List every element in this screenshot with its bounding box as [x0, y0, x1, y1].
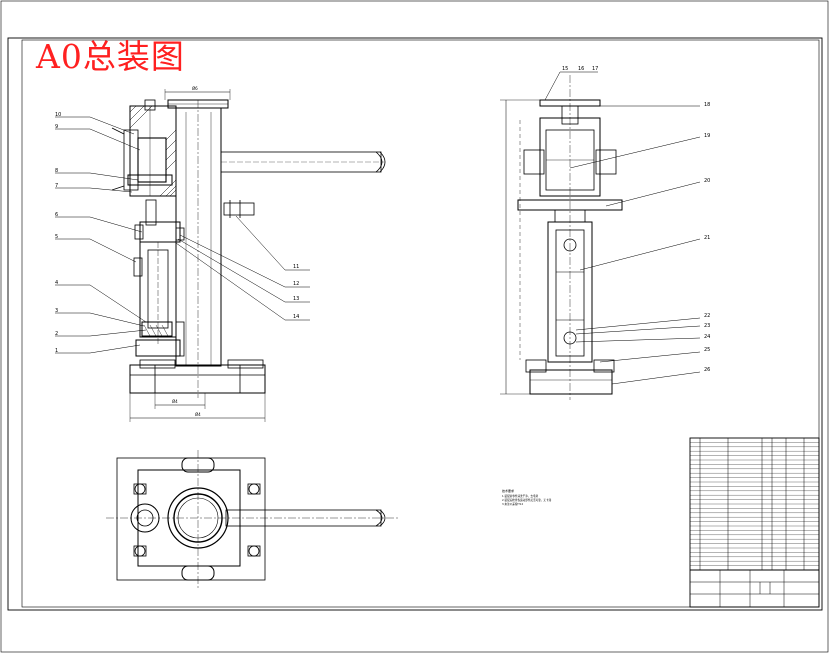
callout-19: 19: [704, 133, 710, 139]
callout-5: 5: [55, 234, 58, 240]
callout-12: 12: [293, 281, 299, 287]
callout-16: 16: [578, 66, 584, 72]
callout-26: 26: [704, 367, 710, 373]
callout-23: 23: [704, 323, 710, 329]
callout-4: 4: [55, 280, 58, 286]
front-leaders-right: [175, 215, 310, 321]
parts-list-rows: [690, 442, 819, 566]
callout-18: 18: [704, 102, 710, 108]
callout-20: 20: [704, 178, 710, 184]
dim-top: Ø6: [192, 86, 198, 91]
side-leaders-top: [544, 71, 598, 101]
dim-base-left: Ø4: [172, 399, 178, 404]
callout-8: 8: [55, 168, 58, 174]
callout-1: 1: [55, 348, 58, 354]
callout-13: 13: [293, 296, 299, 302]
callout-9: 9: [55, 124, 58, 130]
callout-14: 14: [293, 314, 299, 320]
inner-frame: [21, 39, 820, 608]
title-block: [689, 437, 820, 608]
callout-10: 10: [55, 112, 61, 118]
front-view: Ø4 Ø4 Ø6: [111, 86, 386, 422]
top-view: [106, 450, 400, 590]
callout-7: 7: [55, 183, 58, 189]
drawing-frame: [7, 37, 823, 611]
callout-22: 22: [704, 313, 710, 319]
notes-line-3: 3.未注公差按IT12: [502, 502, 523, 506]
technical-notes: 技术要求 1.装配前零件清洗干净，去毛刺 2.装配后检查各运动部件灵活可靠，无卡…: [502, 488, 552, 506]
dim-base-total: Ø4: [195, 412, 201, 417]
callout-24: 24: [704, 334, 710, 340]
sheet-title: A0总装图: [36, 37, 185, 76]
notes-line-2: 2.装配后检查各运动部件灵活可靠，无卡滞: [502, 498, 552, 502]
front-leaders-left: [55, 116, 147, 354]
callout-25: 25: [704, 347, 710, 353]
callout-6: 6: [55, 212, 58, 218]
callout-15: 15: [562, 66, 568, 72]
side-leaders-right: [569, 105, 701, 385]
side-view: [500, 75, 623, 400]
callout-2: 2: [55, 331, 58, 337]
notes-heading: 技术要求: [502, 488, 514, 493]
callout-3: 3: [55, 308, 58, 314]
notes-line-1: 1.装配前零件清洗干净，去毛刺: [502, 494, 539, 498]
callout-21: 21: [704, 235, 710, 241]
callout-11: 11: [293, 264, 299, 270]
callout-17: 17: [592, 66, 598, 72]
